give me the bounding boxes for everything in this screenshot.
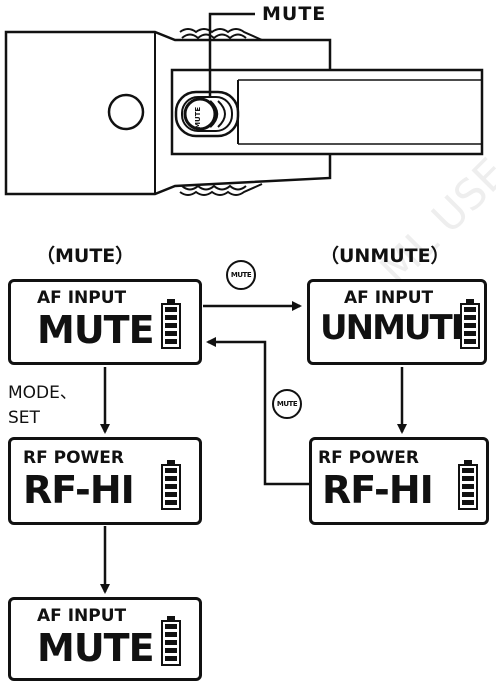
panel-line1: AF INPUT bbox=[37, 606, 127, 626]
unmute-state-caption: （UNMUTE） bbox=[320, 245, 450, 267]
arrow-unmute-to-mute bbox=[206, 337, 310, 486]
lcd-panel-mute-bottom: AF INPUT MUTE bbox=[8, 597, 202, 681]
battery-icon bbox=[460, 299, 480, 349]
mute-callout-label: MUTE bbox=[262, 3, 327, 25]
battery-icon bbox=[161, 299, 181, 349]
panel-line2: RF-HI bbox=[322, 468, 434, 512]
transmitter-illustration bbox=[4, 12, 484, 196]
set-label: SET bbox=[8, 408, 40, 428]
lcd-panel-rf-power-right: RF POWER RF-HI bbox=[309, 437, 489, 525]
mute-state-caption: （MUTE） bbox=[36, 245, 135, 267]
battery-icon bbox=[161, 460, 181, 510]
battery-icon bbox=[458, 460, 478, 510]
mute-button-icon: MUTE bbox=[226, 260, 256, 290]
panel-line1: AF INPUT bbox=[344, 288, 434, 308]
panel-line2: MUTE bbox=[37, 626, 155, 670]
lcd-panel-rf-power-left: RF POWER RF-HI bbox=[8, 437, 202, 525]
panel-line1: RF POWER bbox=[23, 448, 124, 468]
panel-line1: AF INPUT bbox=[37, 288, 127, 308]
battery-icon bbox=[161, 616, 181, 666]
mute-button-icon: MUTE bbox=[272, 389, 302, 419]
panel-line2: UNMUTE bbox=[320, 308, 474, 348]
panel-line1: RF POWER bbox=[318, 448, 419, 468]
lcd-panel-mute: AF INPUT MUTE bbox=[8, 279, 202, 365]
panel-line2: RF-HI bbox=[23, 468, 135, 512]
lcd-panel-unmute: AF INPUT UNMUTE bbox=[307, 279, 487, 365]
panel-line2: MUTE bbox=[37, 308, 155, 352]
mode-label: MODE、 bbox=[8, 383, 77, 403]
